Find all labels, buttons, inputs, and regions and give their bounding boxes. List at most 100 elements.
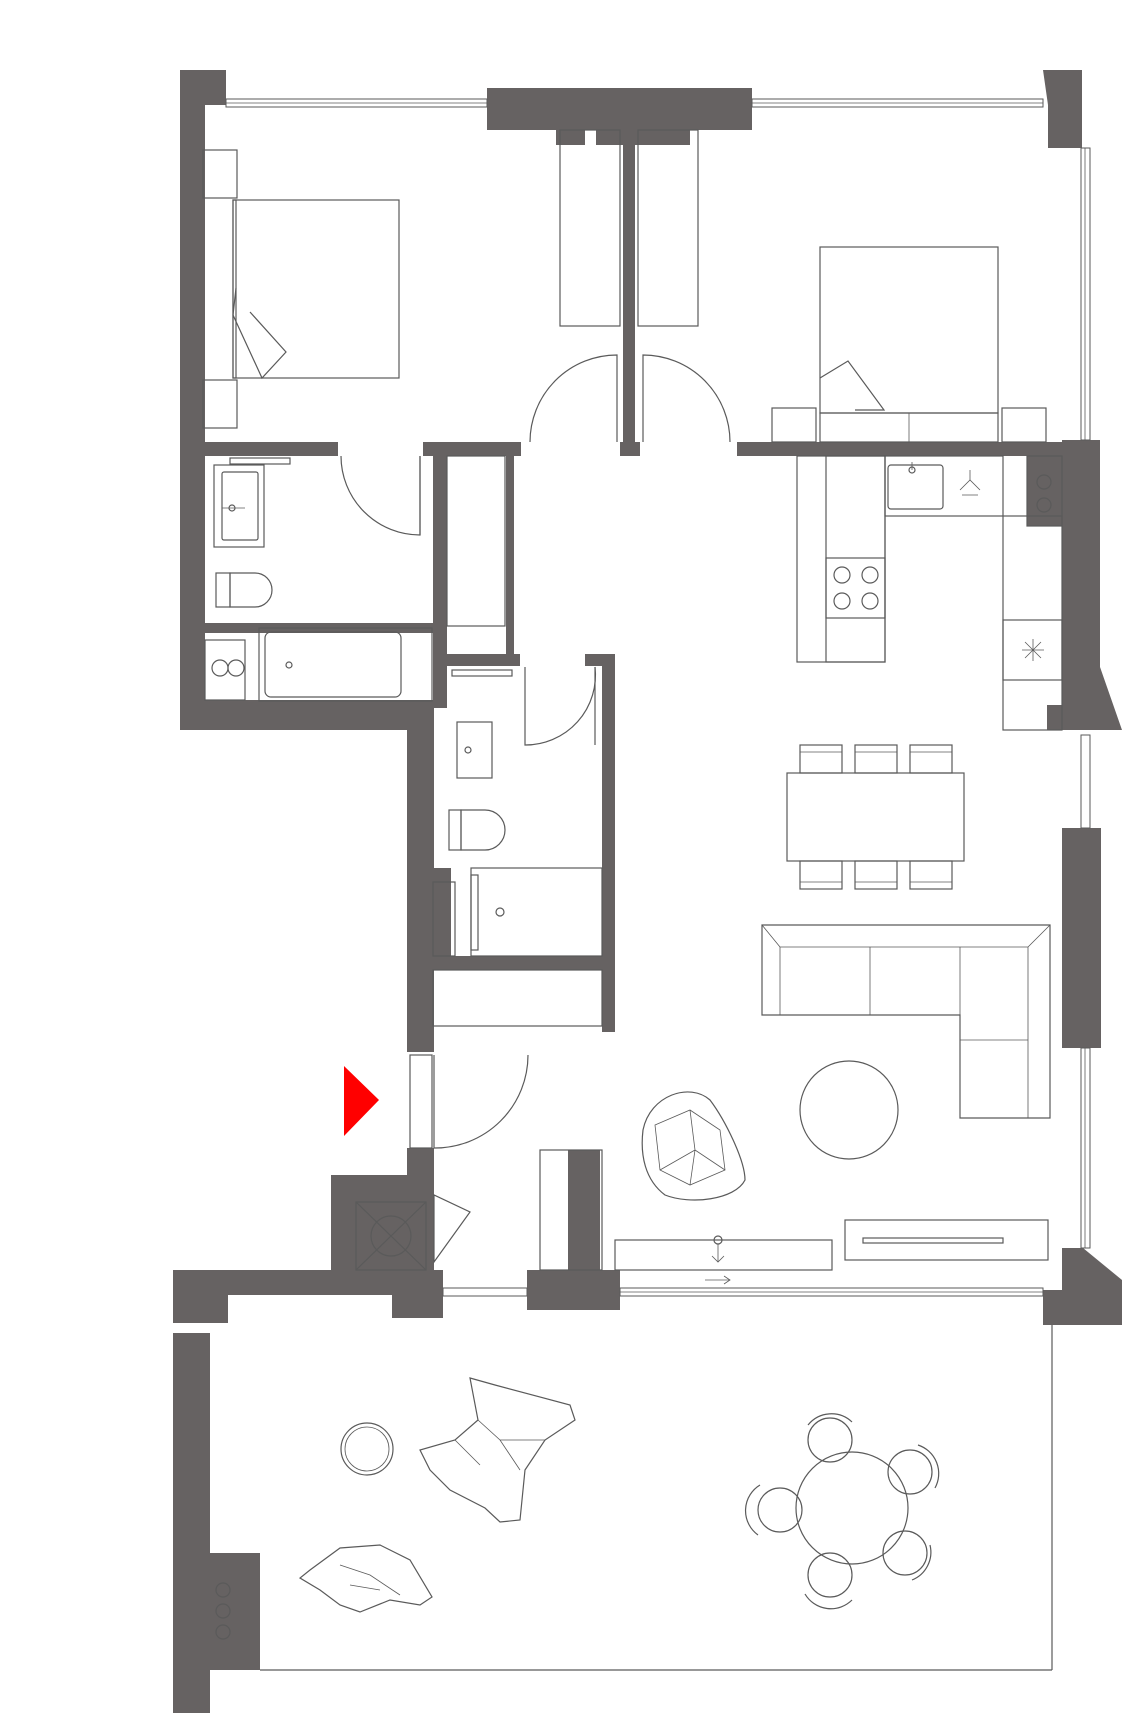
kitchen-island — [796, 455, 886, 663]
terrace-vent-3 — [215, 1624, 231, 1640]
fridge — [1002, 619, 1063, 681]
terrace-side-table — [340, 1422, 394, 1476]
bath-vanity — [213, 464, 265, 548]
wall-bathroom-left-inner — [200, 456, 205, 706]
door-bedroom-left — [529, 354, 618, 443]
wardrobe-entrance — [539, 1149, 603, 1271]
coffee-table — [799, 1060, 899, 1160]
dining-table — [786, 772, 965, 862]
door-bathroom — [340, 455, 421, 536]
bedside-table-right-b — [1001, 407, 1047, 443]
tv-unit — [844, 1219, 1049, 1261]
wardrobe-bedroom-right — [637, 129, 699, 327]
window-bottom-left — [442, 1287, 528, 1297]
wall-right-kitchen-inner — [1027, 456, 1062, 526]
laundry-shelf — [432, 881, 456, 957]
wardrobe-bedroom-left — [559, 129, 621, 327]
windows — [225, 98, 1091, 1297]
wall-wc-mid — [433, 868, 451, 958]
wall-right-kitchen — [1047, 440, 1122, 730]
entrance — [355, 1054, 603, 1271]
hob — [825, 557, 886, 619]
toilet-bowl-bath — [229, 572, 273, 608]
wall-bathroom-right — [433, 456, 447, 708]
wall-top-right — [1043, 70, 1082, 148]
wall-entrance-upper — [407, 700, 434, 1052]
terrace — [215, 1325, 1053, 1671]
radiator-shelf — [614, 1239, 833, 1271]
wall-wardrobe-right — [506, 456, 514, 656]
wall-terrace-left — [173, 1333, 210, 1713]
bean-bag-1 — [419, 1377, 576, 1523]
wc-toilet-tank — [448, 809, 462, 851]
door-entrance — [433, 1054, 529, 1149]
wall-wc-right — [602, 654, 615, 1032]
terrace-round-table — [795, 1451, 909, 1565]
bath-mirror — [229, 457, 291, 465]
bedside-table-bottom — [202, 379, 238, 429]
entrance-arrow-icon — [344, 1066, 379, 1136]
window-right-bedroom — [1080, 147, 1091, 441]
living — [614, 924, 1051, 1285]
wall-wc-bottom — [433, 956, 615, 970]
tv — [862, 1237, 1004, 1244]
dining — [786, 744, 965, 890]
terrace-chair-4 — [807, 1552, 853, 1598]
wall-wc-top-a — [440, 654, 520, 666]
kitchen-corner-unit — [1026, 455, 1063, 527]
hall-wardrobe — [446, 455, 506, 627]
wc — [432, 666, 603, 1027]
door-wc — [524, 666, 597, 746]
dining-chair-1 — [799, 744, 843, 774]
wall-bathroom-bottom — [180, 700, 432, 730]
terrace-chair-2 — [887, 1449, 933, 1495]
kitchen — [796, 455, 1063, 731]
wall-bottom-left — [173, 1270, 443, 1323]
wall-entrance-lower — [407, 1148, 434, 1178]
terrace-vent-1 — [215, 1582, 231, 1598]
wall-bottom-right — [1043, 1248, 1122, 1325]
dining-chair-2 — [854, 744, 898, 774]
wall-top-center — [487, 88, 752, 145]
terrace-chair-3 — [882, 1530, 928, 1576]
terrace-chair-5 — [757, 1487, 803, 1533]
wall-bedrooms-divider — [623, 130, 635, 455]
washer-bath — [204, 639, 246, 701]
wc-sink — [456, 721, 493, 779]
bedside-table-top — [202, 149, 238, 199]
double-bed-left — [232, 199, 400, 379]
wall-bedrooms-bottom-c — [620, 442, 640, 456]
wall-bedrooms-bottom-b — [423, 442, 521, 456]
kitchen-sink — [887, 464, 944, 510]
bathtub — [258, 627, 433, 702]
wardrobe-wc-bottom — [432, 969, 603, 1027]
wardrobe-hall — [446, 455, 506, 627]
door-bedroom-right — [642, 354, 731, 443]
terrace-chair-1 — [807, 1417, 853, 1463]
wall-right-pillar — [1062, 828, 1101, 1048]
wall-terrace-vent — [205, 1553, 260, 1670]
window-right-dining — [1080, 734, 1091, 829]
shower-tray — [470, 867, 603, 957]
wc-mirror — [451, 669, 513, 677]
window-right-living — [1080, 1047, 1091, 1249]
bathroom — [204, 455, 433, 702]
dining-chair-4 — [799, 860, 843, 890]
wall-bedrooms-bottom-a — [200, 442, 338, 456]
double-bed-right — [819, 246, 999, 414]
armchair — [641, 1091, 746, 1201]
wc-toilet-bowl — [460, 809, 506, 851]
wall-bottom-pillar — [527, 1150, 620, 1310]
extractor-shaft — [355, 1201, 427, 1271]
dining-chair-3 — [909, 744, 953, 774]
dining-chair-5 — [854, 860, 898, 890]
bean-bag-2 — [298, 1544, 433, 1613]
walls — [173, 70, 1122, 1713]
bedroom-right — [771, 246, 1047, 443]
dining-chair-6 — [909, 860, 953, 890]
bedroom-left — [202, 129, 731, 443]
wall-shaft-block — [331, 1175, 434, 1290]
wall-bedrooms-bottom-d — [737, 442, 1085, 456]
kitchen-counter — [884, 455, 1004, 517]
